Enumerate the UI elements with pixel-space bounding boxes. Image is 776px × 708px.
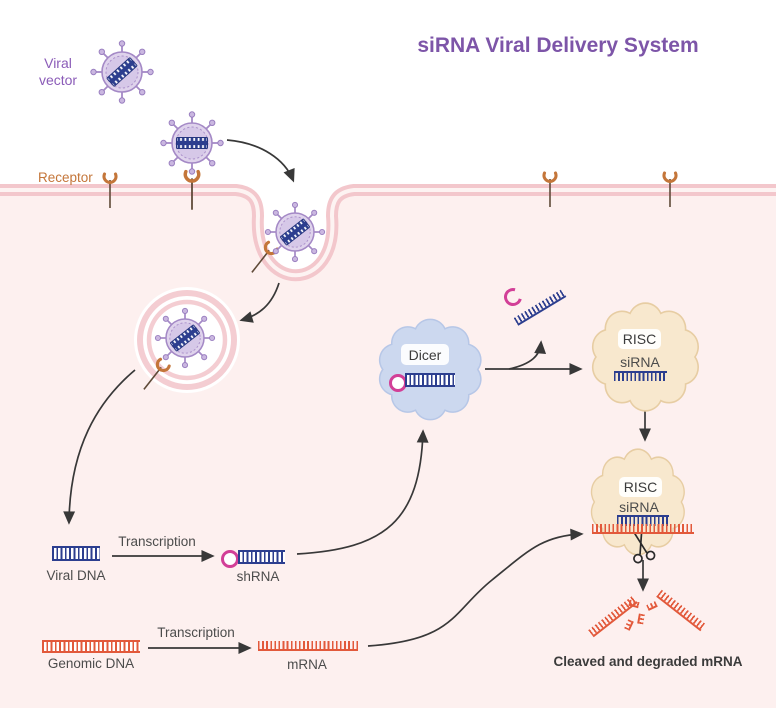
risc-label-2: RISC (619, 477, 662, 497)
mrna-icon (258, 641, 358, 651)
arrow-endosome-to-viraldna (63, 369, 136, 525)
target-mrna-icon (592, 524, 694, 534)
transcription-label-1: Transcription (118, 534, 196, 549)
plasma-membrane (0, 184, 776, 282)
page-title: siRNA Viral Delivery System (417, 34, 699, 57)
scissors-icon (633, 530, 656, 564)
flow-arrows (63, 139, 651, 654)
genomic-dna-icon (42, 640, 140, 653)
receptor-label: Receptor (38, 170, 93, 185)
cell-cytoplasm (0, 190, 776, 708)
genomic-dna-label: Genomic DNA (47, 656, 135, 671)
transcription-label-2: Transcription (157, 625, 235, 640)
cleaved-mrna-label: Cleaved and degraded mRNA (553, 654, 743, 669)
arrow-mrna-to-risc (367, 528, 584, 647)
viral-dna-icon (52, 546, 100, 561)
virus-icon (264, 201, 326, 263)
sirna-label-1: siRNA (620, 354, 660, 370)
dicer-shrna-icon (405, 373, 455, 387)
arrow-sirna-release (508, 340, 547, 370)
shrna-loop-icon (221, 550, 239, 568)
viral-vector-label-line1: Viral (44, 55, 72, 71)
arrow-pit-to-endosome (239, 282, 280, 323)
risc-label-1: RISC (618, 329, 661, 349)
virus-icon (154, 307, 216, 369)
arrow-virus-to-pit (226, 139, 295, 183)
virus-icon (159, 110, 225, 176)
risc2-sirna-icon (617, 515, 669, 526)
virus-icon (89, 39, 155, 105)
viral-dna-label: Viral DNA (46, 568, 106, 583)
mrna-label: mRNA (287, 657, 327, 672)
dicer-enzyme-icon (378, 318, 482, 421)
dicer-label: Dicer (401, 344, 449, 365)
sirna-label-2: siRNA (619, 499, 659, 515)
risc-sirna-icon (614, 371, 667, 381)
arrow-shrna-to-dicer (296, 429, 429, 555)
viral-vector-label-line2: vector (38, 72, 78, 88)
shrna-icon (238, 550, 285, 564)
shrna-label: shRNA (236, 569, 280, 584)
